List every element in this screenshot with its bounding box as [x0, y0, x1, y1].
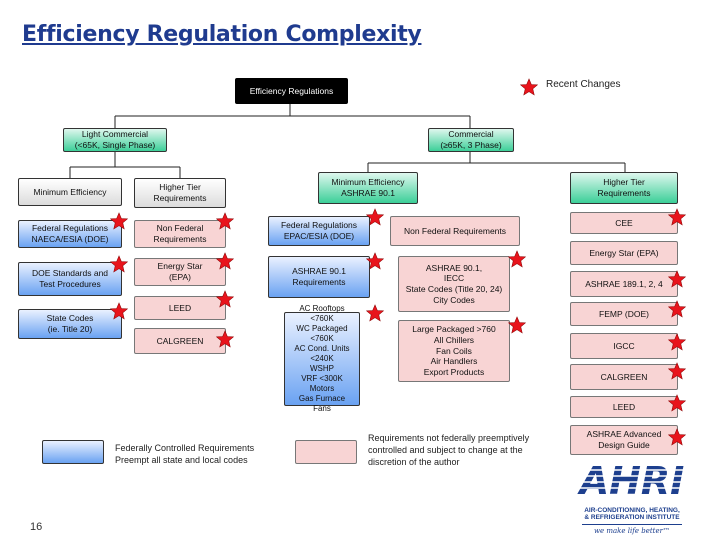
ht-cee-star-icon [668, 208, 686, 226]
recent-change-star-icon [520, 78, 538, 96]
legend-nonfederal-swatch [295, 440, 357, 464]
c-minimum-efficiency-node: Minimum Efficiency ASHRAE 90.1 [318, 172, 418, 204]
ht-header-node: Higher Tier Requirements [570, 172, 678, 204]
lc-calgreen-node: CALGREEN [134, 328, 226, 354]
lc-state-codes-node: State Codes (ie. Title 20) [18, 309, 122, 339]
legend-nonfederal-text: Requirements not federally preemptively … [368, 433, 530, 468]
slide-title: Efficiency Regulation Complexity [22, 22, 422, 47]
logo-line-1: AIR-CONDITIONING, HEATING, [584, 507, 680, 514]
c-large-packaged-node: Large Packaged >760 All Chillers Fan Coi… [398, 320, 510, 382]
ht-leed-node: LEED [570, 396, 678, 418]
recent-changes-label: Recent Changes [546, 79, 621, 90]
lc-doe-standards-star-icon [110, 255, 128, 273]
lc-leed-node: LEED [134, 296, 226, 320]
lc-energy-star-star-icon [216, 252, 234, 270]
logo-divider [582, 524, 682, 525]
lc-leed-star-icon [216, 290, 234, 308]
ht-cee-node: CEE [570, 212, 678, 234]
ht-ashrae-advanced-node: ASHRAE Advanced Design Guide [570, 425, 678, 455]
lc-non-federal-node: Non Federal Requirements [134, 220, 226, 248]
c-products-star-icon [366, 304, 384, 322]
c-non-federal-node: Non Federal Requirements [390, 216, 520, 246]
lc-state-codes-star-icon [110, 302, 128, 320]
ht-femp-node: FEMP (DOE) [570, 302, 678, 326]
ahri-logo-mark: AHRI [566, 459, 698, 500]
ht-ashrae-advanced-star-icon [668, 428, 686, 446]
c-fed-regs-star-icon [366, 208, 384, 226]
c-federal-products-node: AC Rooftops <760K WC Packaged <760K AC C… [284, 304, 360, 413]
ht-calgreen-node: CALGREEN [570, 364, 678, 390]
c-state-codes-star-icon [508, 250, 526, 268]
ht-calgreen-star-icon [668, 362, 686, 380]
legend-federal-swatch [42, 440, 104, 464]
logo-line-2: & REFRIGERATION INSTITUTE [584, 514, 680, 521]
ahri-logo: AHRI AIR-CONDITIONING, HEATING, & REFRIG… [562, 458, 702, 536]
ht-igcc-star-icon [668, 333, 686, 351]
ht-igcc-node: IGCC [570, 333, 678, 359]
lc-calgreen-star-icon [216, 330, 234, 348]
ht-energy-star-node: Energy Star (EPA) [570, 241, 678, 265]
logo-tagline: we make life better™ [594, 527, 670, 535]
c-ashrae-req-star-icon [366, 252, 384, 270]
c-ashrae-requirements-node: ASHRAE 90.1 Requirements [268, 256, 370, 298]
page-number: 16 [30, 521, 43, 533]
lc-federal-regulations-node: Federal Regulations NAECA/ESIA (DOE) [18, 220, 122, 248]
commercial-node: Commercial (≥65K, 3 Phase) [428, 128, 514, 152]
lc-minimum-efficiency-node: Minimum Efficiency [18, 178, 122, 206]
ht-leed-star-icon [668, 394, 686, 412]
lc-fed-regs-star-icon [110, 212, 128, 230]
lc-energy-star-node: Energy Star (EPA) [134, 258, 226, 286]
ht-ashrae-189-star-icon [668, 270, 686, 288]
lc-non-federal-star-icon [216, 212, 234, 230]
svg-text:AHRI: AHRI [577, 459, 685, 500]
legend-federal-text: Federally Controlled Requirements Preemp… [115, 443, 255, 466]
c-state-codes-node: ASHRAE 90.1, IECC State Codes (Title 20,… [398, 256, 510, 312]
light-commercial-node: Light Commercial (<65K, Single Phase) [63, 128, 167, 152]
lc-doe-standards-node: DOE Standards and Test Procedures [18, 262, 122, 296]
c-federal-regulations-node: Federal Regulations EPAC/ESIA (DOE) [268, 216, 370, 246]
lc-higher-tier-node: Higher Tier Requirements [134, 178, 226, 208]
c-large-packaged-star-icon [508, 316, 526, 334]
ht-ashrae-189-node: ASHRAE 189.1, 2, 4 [570, 271, 678, 297]
ht-femp-star-icon [668, 300, 686, 318]
efficiency-regulations-node: Efficiency Regulations [235, 78, 348, 104]
